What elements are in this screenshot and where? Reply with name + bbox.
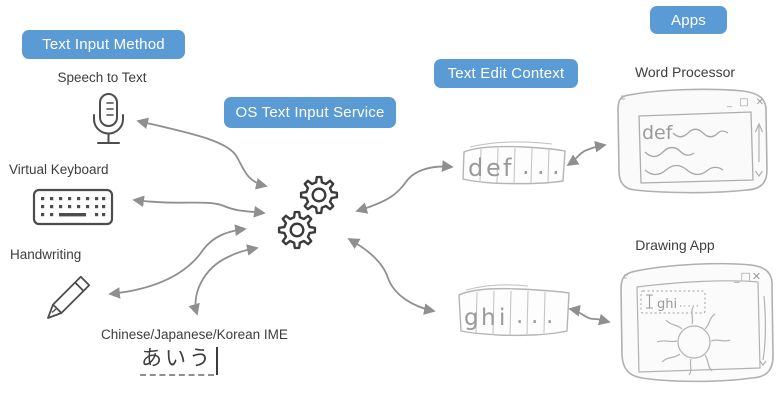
word-processor-window: _ □ ✕ def [617,88,768,194]
ime-caret [216,347,218,375]
drawing-text-box-text: ghi [657,297,677,312]
def-cell-2: e [486,154,501,182]
ghi-cell-4: . [516,303,523,329]
pencil-icon [47,275,91,319]
word-processor-label: Word Processor [634,64,736,80]
ghi-cell-6: . [546,303,553,329]
arrow-gears-def [355,160,454,214]
scrollbar-icon [759,295,767,366]
text-edit-context-def-sketch: d e f . . . [462,141,566,185]
arrow-keyboard-gears [132,195,266,218]
speech-to-text-label: Speech to Text [57,70,147,85]
sun-doodle [656,306,731,376]
arrow-speech-gears [136,117,268,190]
scrollbar-icon [754,122,764,178]
def-cell-4: . [522,152,530,180]
def-cell-6: . [552,152,560,180]
window-controls-icon: _□✕ [733,270,762,283]
menu-lines-icon [621,95,626,100]
arrow-def-wordprocessor [566,140,607,166]
ime-composition: あいう [140,342,218,376]
ime-composition-text: あいう [140,342,214,376]
arrow-gears-ghi [347,238,436,315]
def-cell-5: . [537,152,545,180]
text-selection-box [640,290,706,314]
ghi-cell-5: . [531,303,538,329]
arrow-handwriting-gears [108,224,247,299]
keyboard-icon [32,188,114,226]
ghi-cell-1: g [464,305,479,331]
drawing-app-label: Drawing App [635,237,715,253]
window-controls-icon: _ □ ✕ [726,97,766,108]
virtual-keyboard-label: Virtual Keyboard [9,162,109,177]
connector-arrows [108,117,611,326]
microphone-icon [93,93,124,144]
arrow-ime-gears [188,244,259,316]
text-edit-context-pill: Text Edit Context [434,59,578,88]
arrow-ghi-drawingapp [568,305,611,326]
text-edit-context-ghi-sketch: g h i . . . [458,284,570,337]
ghi-cell-2: h [481,305,496,331]
cjk-ime-label: Chinese/Japanese/Korean IME [101,327,288,342]
def-cell-1: d [468,154,483,182]
doc-scribble-lines [644,128,729,176]
text-cursor-icon [646,294,653,309]
ghi-cell-3: i [499,305,505,331]
wp-doc-text: def [642,122,674,144]
os-text-input-service-pill: OS Text Input Service [224,97,396,128]
drawing-app-window: _□✕ ghi [620,262,774,383]
gears-icon [277,175,339,250]
text-input-method-pill: Text Input Method [22,30,185,59]
def-cell-3: f [503,154,512,182]
menu-lines-icon [624,274,628,279]
apps-pill: Apps [650,6,727,34]
handwriting-label: Handwriting [10,247,82,262]
